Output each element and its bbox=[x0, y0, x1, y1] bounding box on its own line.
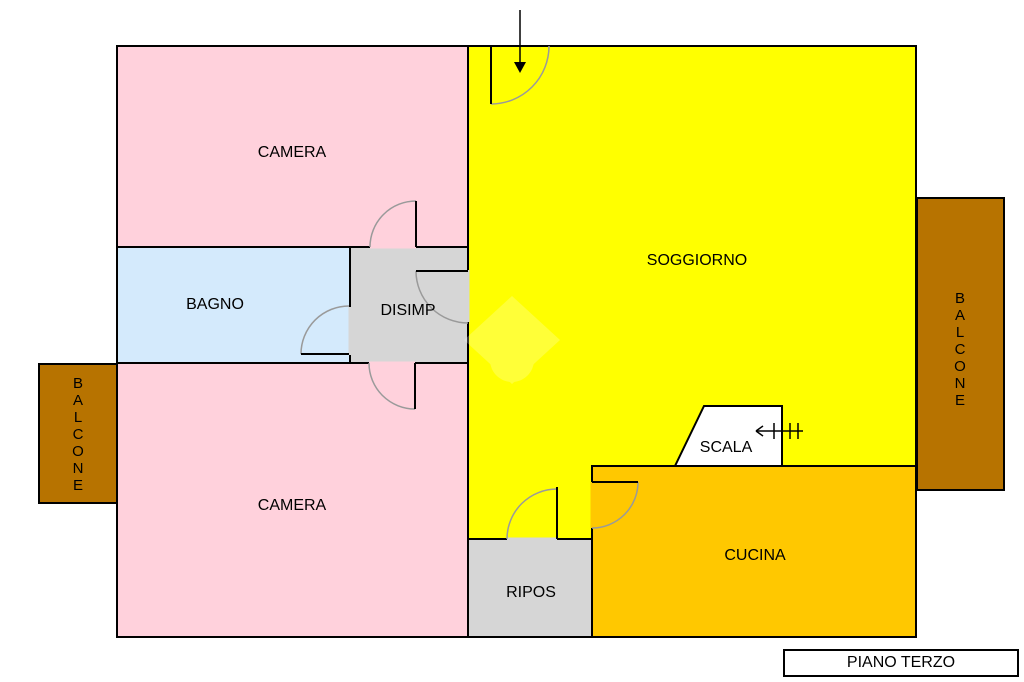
entrance-door bbox=[490, 10, 550, 105]
door-ripos bbox=[506, 487, 558, 541]
watermark-logo bbox=[464, 296, 560, 384]
camera-bottom-label: CAMERA bbox=[258, 497, 327, 514]
door-bagno bbox=[300, 305, 352, 355]
soggiorno-label: SOGGIORNO bbox=[647, 252, 747, 269]
door-cucina bbox=[590, 481, 639, 529]
door-disimp-soggiorno bbox=[415, 270, 470, 324]
scala-stairs bbox=[673, 405, 783, 467]
balcone-left-label-letter: N bbox=[73, 460, 84, 477]
balcone-left-label-letter: O bbox=[72, 443, 84, 460]
cucina-label: CUCINA bbox=[724, 547, 786, 564]
scala-label: SCALA bbox=[700, 439, 753, 456]
balcone-right-label-letter: A bbox=[955, 307, 965, 324]
balcone-left-label-letter: A bbox=[73, 392, 83, 409]
balcone-right-label-letter: L bbox=[956, 324, 964, 341]
stair-arrow bbox=[755, 423, 803, 439]
door-camera-bottom bbox=[368, 361, 416, 410]
balcone-left-label-letter: B bbox=[73, 375, 83, 392]
balcone-right-label-letter: O bbox=[954, 358, 966, 375]
bagno-room bbox=[116, 246, 351, 364]
balcone-right-label-letter: B bbox=[955, 290, 965, 307]
camera-top-room bbox=[116, 45, 469, 248]
door-camera-top bbox=[369, 200, 417, 249]
floor-caption: PIANO TERZO bbox=[783, 649, 1019, 677]
disimp-label: DISIMP bbox=[380, 302, 435, 319]
cucina-room bbox=[591, 465, 917, 638]
balcone-right-label-letter: C bbox=[955, 341, 966, 358]
balcone-left-label-letter: L bbox=[74, 409, 82, 426]
bagno-label: BAGNO bbox=[186, 296, 244, 313]
balcone-left-label-letter: C bbox=[73, 426, 84, 443]
ripos-label: RIPOS bbox=[506, 584, 556, 601]
balcone-right-label-letter: E bbox=[955, 392, 965, 409]
camera-top-label: CAMERA bbox=[258, 144, 327, 161]
balcone-left-label-letter: E bbox=[73, 477, 83, 494]
balcone-right-label-letter: N bbox=[955, 375, 966, 392]
balcone-left bbox=[38, 363, 118, 504]
ripos-room bbox=[467, 538, 593, 638]
balcone-right bbox=[916, 197, 1005, 491]
